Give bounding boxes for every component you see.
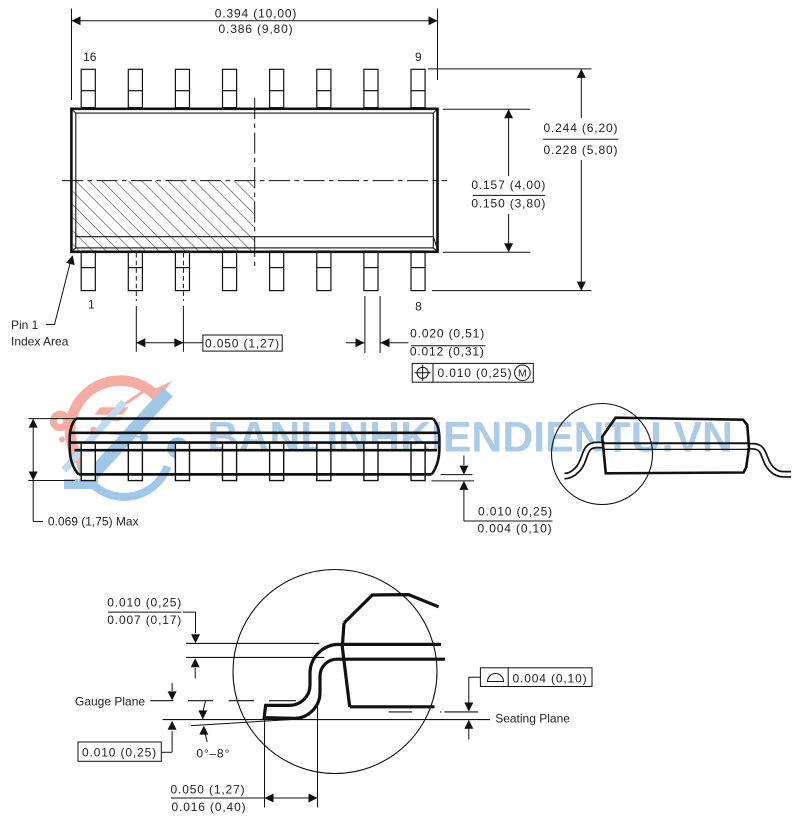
svg-text:0.010 (0,25): 0.010 (0,25)	[478, 504, 553, 518]
svg-text:0.012 (0,31): 0.012 (0,31)	[410, 345, 485, 359]
svg-text:0.386 (9,80): 0.386 (9,80)	[219, 22, 294, 36]
svg-text:Seating Plane: Seating Plane	[495, 711, 570, 725]
svg-text:BANLINHKIENDIENTU.VN: BANLINHKIENDIENTU.VN	[208, 414, 733, 462]
svg-text:0.007 (0,17): 0.007 (0,17)	[107, 613, 182, 627]
svg-text:0.016 (0,40): 0.016 (0,40)	[172, 800, 247, 814]
svg-text:Gauge Plane: Gauge Plane	[75, 695, 145, 709]
svg-text:0.157 (4,00): 0.157 (4,00)	[471, 178, 546, 192]
svg-text:0.050 (1,27): 0.050 (1,27)	[205, 336, 280, 350]
svg-text:16: 16	[83, 50, 97, 64]
svg-text:M: M	[518, 368, 527, 380]
svg-text:0.020 (0,51): 0.020 (0,51)	[410, 327, 485, 341]
svg-text:Pin 1: Pin 1	[11, 318, 39, 332]
svg-text:8: 8	[415, 300, 422, 314]
svg-text:0.010 (0,25): 0.010 (0,25)	[107, 595, 182, 609]
svg-text:Index Area: Index Area	[11, 335, 69, 349]
svg-text:0.394 (10,00): 0.394 (10,00)	[215, 6, 297, 20]
svg-text:0.150 (3,80): 0.150 (3,80)	[471, 197, 546, 211]
svg-text:0.010 (0,25): 0.010 (0,25)	[82, 745, 157, 759]
svg-text:0°–8°: 0°–8°	[196, 746, 230, 760]
svg-text:9: 9	[415, 50, 422, 64]
svg-text:1: 1	[88, 298, 95, 312]
svg-text:0.069 (1,75) Max: 0.069 (1,75) Max	[48, 514, 139, 528]
svg-text:0.010 (0,25): 0.010 (0,25)	[438, 366, 513, 380]
svg-text:0.050 (1,27): 0.050 (1,27)	[171, 782, 246, 796]
svg-text:0.228 (5,80): 0.228 (5,80)	[543, 143, 618, 157]
svg-text:0.244 (6,20): 0.244 (6,20)	[543, 121, 618, 135]
svg-text:0.004 (0,10): 0.004 (0,10)	[478, 521, 553, 535]
svg-text:0.004 (0,10): 0.004 (0,10)	[513, 672, 588, 686]
